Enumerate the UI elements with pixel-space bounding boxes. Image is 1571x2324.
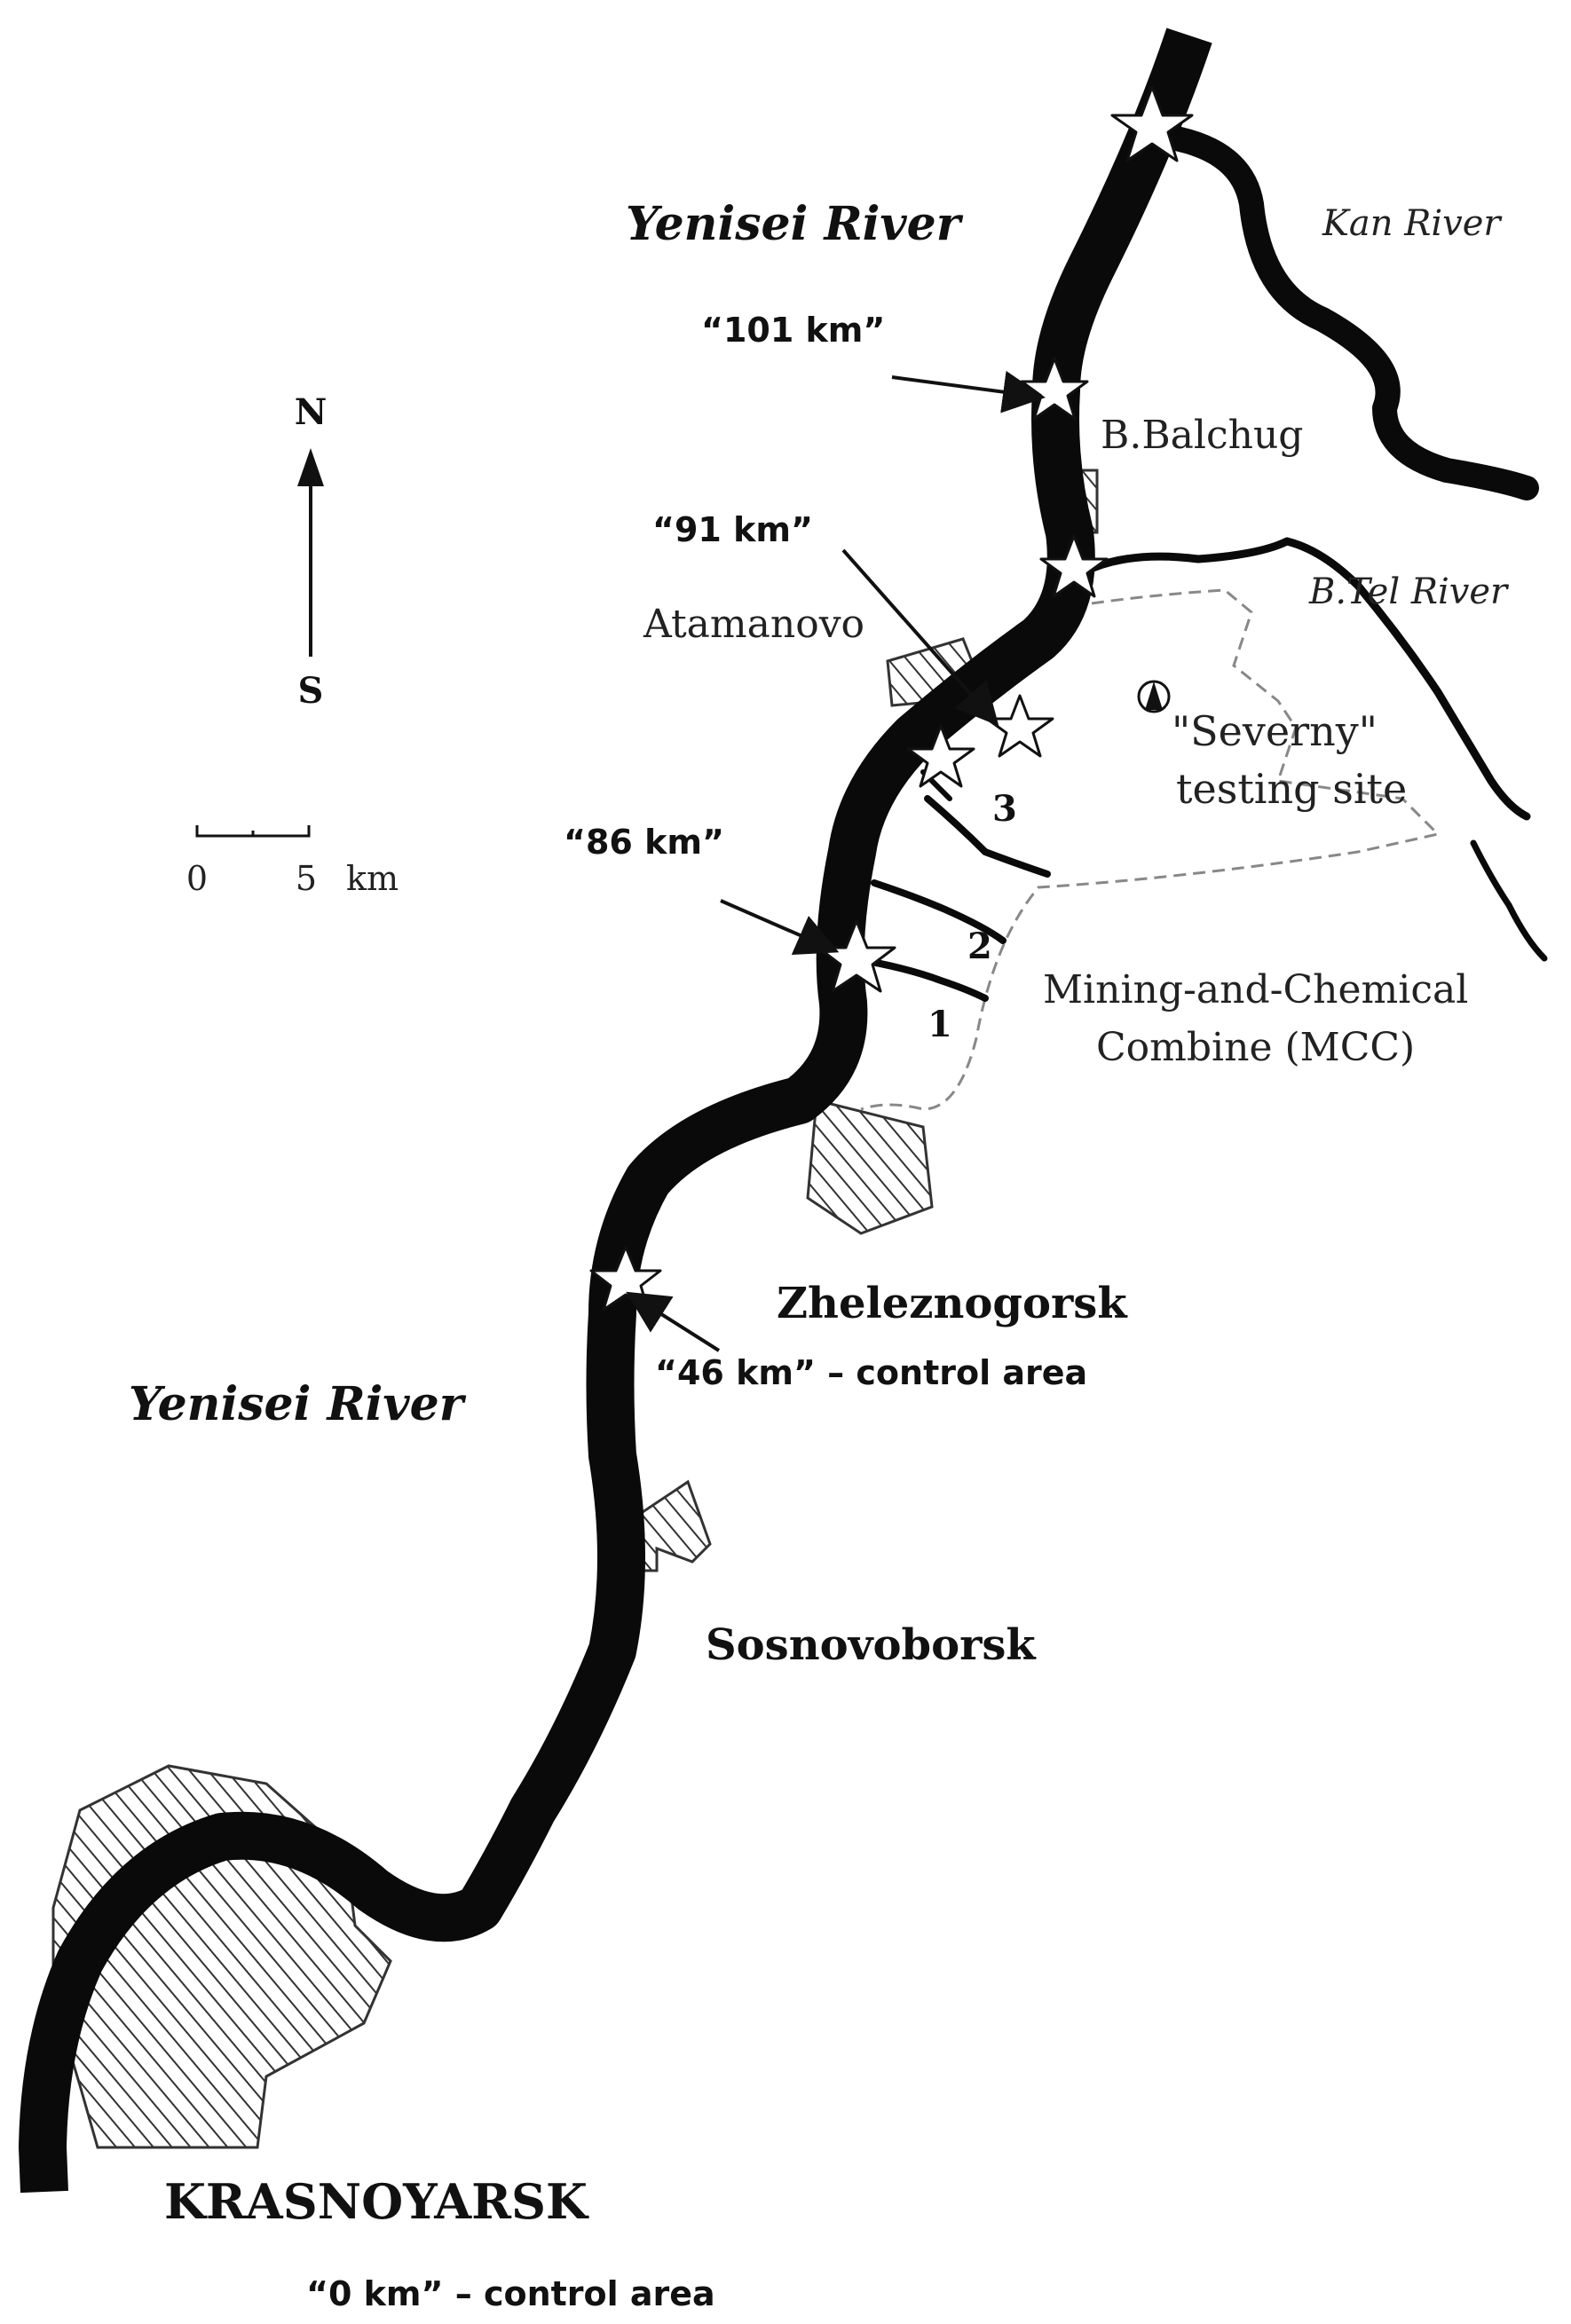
- label-mcc-1: Mining-and-Chemical: [1043, 967, 1468, 1012]
- stream-3: [924, 795, 1051, 878]
- north-arrowhead: [297, 448, 324, 486]
- label-sosnovoborsk: Sosnovoborsk: [706, 1620, 1037, 1670]
- scale-unit: km: [346, 859, 399, 898]
- compass-south: S: [298, 670, 324, 712]
- stream-1: [849, 955, 989, 1002]
- arrow-101km: [891, 370, 1046, 414]
- stream-label-3: 3: [992, 788, 1017, 830]
- label-severny-2: testing site: [1176, 765, 1407, 813]
- scale-five: 5: [296, 859, 317, 898]
- pointer-arrows: [626, 370, 1046, 1352]
- label-severny-1: "Severny": [1172, 707, 1378, 755]
- label-b-tel-river: B.Tel River: [1308, 571, 1510, 612]
- label-46km: “46 km” – control area: [655, 1353, 1087, 1392]
- zheleznogorsk-area: [806, 1099, 934, 1235]
- arrow-46km: [626, 1291, 721, 1352]
- label-krasnoyarsk: KRASNOYARSK: [164, 2173, 589, 2230]
- star-upper: [1110, 85, 1194, 162]
- b-tel-branch: [1470, 839, 1548, 962]
- arrow-91km: [841, 548, 999, 726]
- star-91km: [985, 694, 1054, 758]
- label-yenisei-lower: Yenisei River: [129, 1377, 467, 1431]
- label-mcc-2: Combine (MCC): [1096, 1025, 1415, 1070]
- label-101km: “101 km”: [701, 311, 885, 350]
- stream-label-2: 2: [967, 926, 992, 967]
- label-0km: “0 km” – control area: [306, 2274, 715, 2313]
- yenisei-river: [19, 28, 1212, 2194]
- b-tel-river: [1078, 537, 1531, 821]
- label-86km: “86 km”: [564, 823, 724, 862]
- arrow-86km: [720, 899, 840, 955]
- label-91km: “91 km”: [652, 510, 813, 549]
- star-balchug-south: [1039, 534, 1109, 598]
- label-b-balchug: B.Balchug: [1101, 413, 1303, 458]
- compass-north: N: [295, 391, 328, 433]
- stream-2: [871, 879, 1007, 944]
- star-91km-b: [906, 724, 975, 788]
- label-yenisei-upper: Yenisei River: [626, 197, 964, 251]
- mcc-boundary: [860, 588, 1441, 1111]
- scale-bar: [195, 825, 311, 838]
- severny-symbol: [1137, 680, 1171, 713]
- label-kan-river: Kan River: [1322, 203, 1503, 244]
- label-zheleznogorsk: Zheleznogorsk: [777, 1279, 1128, 1328]
- kan-river: [1159, 125, 1539, 500]
- scale-zero: 0: [186, 859, 208, 898]
- stream-label-1: 1: [928, 1004, 952, 1045]
- label-atamanovo: Atamanovo: [643, 602, 864, 647]
- north-arrow: [297, 448, 324, 657]
